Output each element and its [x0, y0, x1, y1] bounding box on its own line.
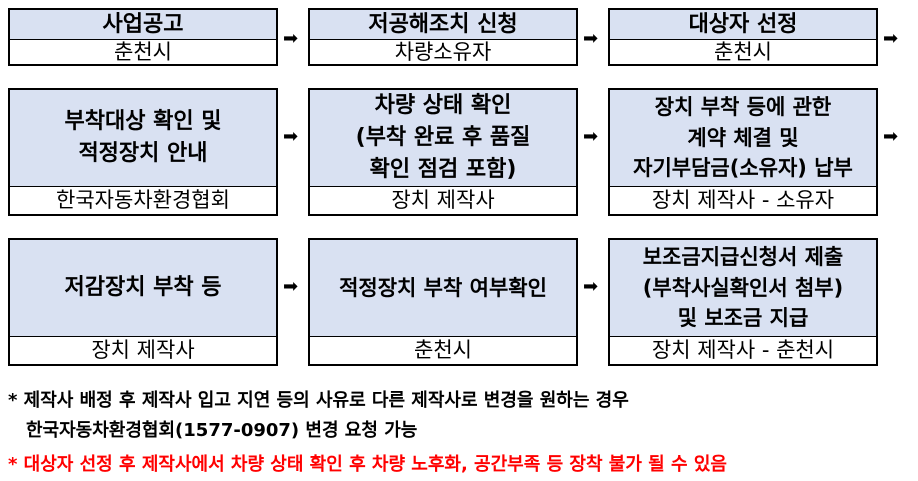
right-arrow-icon: ➡ [583, 276, 599, 297]
step-title: 저공해조치 신청 [310, 10, 576, 40]
step-install-verify: 적정장치 부착 여부확인 춘천시 [308, 238, 578, 366]
step-title: 보조금지급신청서 제출 (부착사실확인서 첨부) 및 보조금 지급 [610, 240, 876, 337]
step-org: 춘천시 [114, 39, 172, 64]
step-title-line: 적정장치 부착 여부확인 [339, 275, 547, 300]
note-change-contact: 한국자동차환경협회(1577-0907) 변경 요청 가능 [26, 420, 418, 441]
step-contract: 장치 부착 등에 관한 계약 체결 및 자기부담금(소유자) 납부 장치 제작사… [608, 88, 878, 216]
step-title: 사업공고 [10, 10, 276, 40]
step-subsidy: 보조금지급신청서 제출 (부착사실확인서 첨부) 및 보조금 지급 장치 제작사… [608, 238, 878, 366]
step-title-line: 저공해조치 신청 [368, 11, 518, 37]
step-title-line: 적정장치 안내 [78, 141, 208, 166]
right-arrow-icon: ➡ [283, 276, 299, 297]
step-vehicle-check: 차량 상태 확인 (부착 완료 후 품질 확인 점검 포함) 장치 제작사 [308, 88, 578, 216]
right-arrow-icon: ➡ [583, 28, 599, 49]
step-title-line: 대상자 선정 [688, 11, 798, 37]
right-arrow-icon: ➡ [883, 126, 899, 147]
right-arrow-icon: ➡ [583, 126, 599, 147]
step-title: 차량 상태 확인 (부착 완료 후 품질 확인 점검 포함) [310, 90, 576, 187]
step-org: 장치 제작사 [391, 188, 495, 212]
step-title-line: 확인 점검 포함) [369, 156, 517, 182]
step-org: 장치 제작사 - 소유자 [651, 188, 835, 212]
step-title-line: (부착사실확인서 첨부) [642, 275, 844, 300]
step-org: 장치 제작사 - 춘천시 [651, 338, 835, 362]
step-title-line: 및 보조금 지급 [677, 306, 809, 331]
step-selection: 대상자 선정 춘천시 [608, 8, 878, 66]
step-title-line: 사업공고 [102, 11, 184, 37]
step-title: 부착대상 확인 및 적정장치 안내 [10, 90, 276, 187]
right-arrow-icon: ➡ [283, 126, 299, 147]
step-title: 대상자 선정 [610, 10, 876, 40]
step-org: 춘천시 [414, 338, 472, 362]
step-target-check: 부착대상 확인 및 적정장치 안내 한국자동차환경협회 [8, 88, 278, 216]
step-title: 저감장치 부착 등 [10, 240, 276, 337]
step-title-line: 차량 상태 확인 [374, 93, 512, 119]
step-title-line: 장치 부착 등에 관한 [654, 95, 832, 120]
step-install: 저감장치 부착 등 장치 제작사 [8, 238, 278, 366]
step-title-line: 보조금지급신청서 제출 [642, 245, 844, 270]
step-org: 한국자동차환경협회 [56, 188, 230, 212]
step-title-line: 계약 체결 및 [687, 125, 799, 150]
note-change-manufacturer: * 제작사 배정 후 제작사 입고 지연 등의 사유로 다른 제작사로 변경을 … [8, 390, 629, 411]
step-title: 적정장치 부착 여부확인 [310, 240, 576, 337]
right-arrow-icon: ➡ [283, 28, 299, 49]
step-org: 춘천시 [714, 39, 772, 64]
step-announcement: 사업공고 춘천시 [8, 8, 278, 66]
step-title-line: (부착 완료 후 품질 [355, 125, 531, 151]
step-title-line: 부착대상 확인 및 [64, 109, 222, 135]
step-title-line: 저감장치 부착 등 [64, 275, 222, 301]
note-install-warning: * 대상자 선정 후 제작사에서 차량 상태 확인 후 차량 노후화, 공간부족… [8, 454, 727, 475]
step-org: 차량소유자 [394, 39, 492, 64]
step-title: 장치 부착 등에 관한 계약 체결 및 자기부담금(소유자) 납부 [610, 90, 876, 187]
step-title-line: 자기부담금(소유자) 납부 [633, 156, 853, 181]
step-org: 장치 제작사 [91, 338, 195, 362]
step-application: 저공해조치 신청 차량소유자 [308, 8, 578, 66]
right-arrow-icon: ➡ [883, 28, 899, 49]
